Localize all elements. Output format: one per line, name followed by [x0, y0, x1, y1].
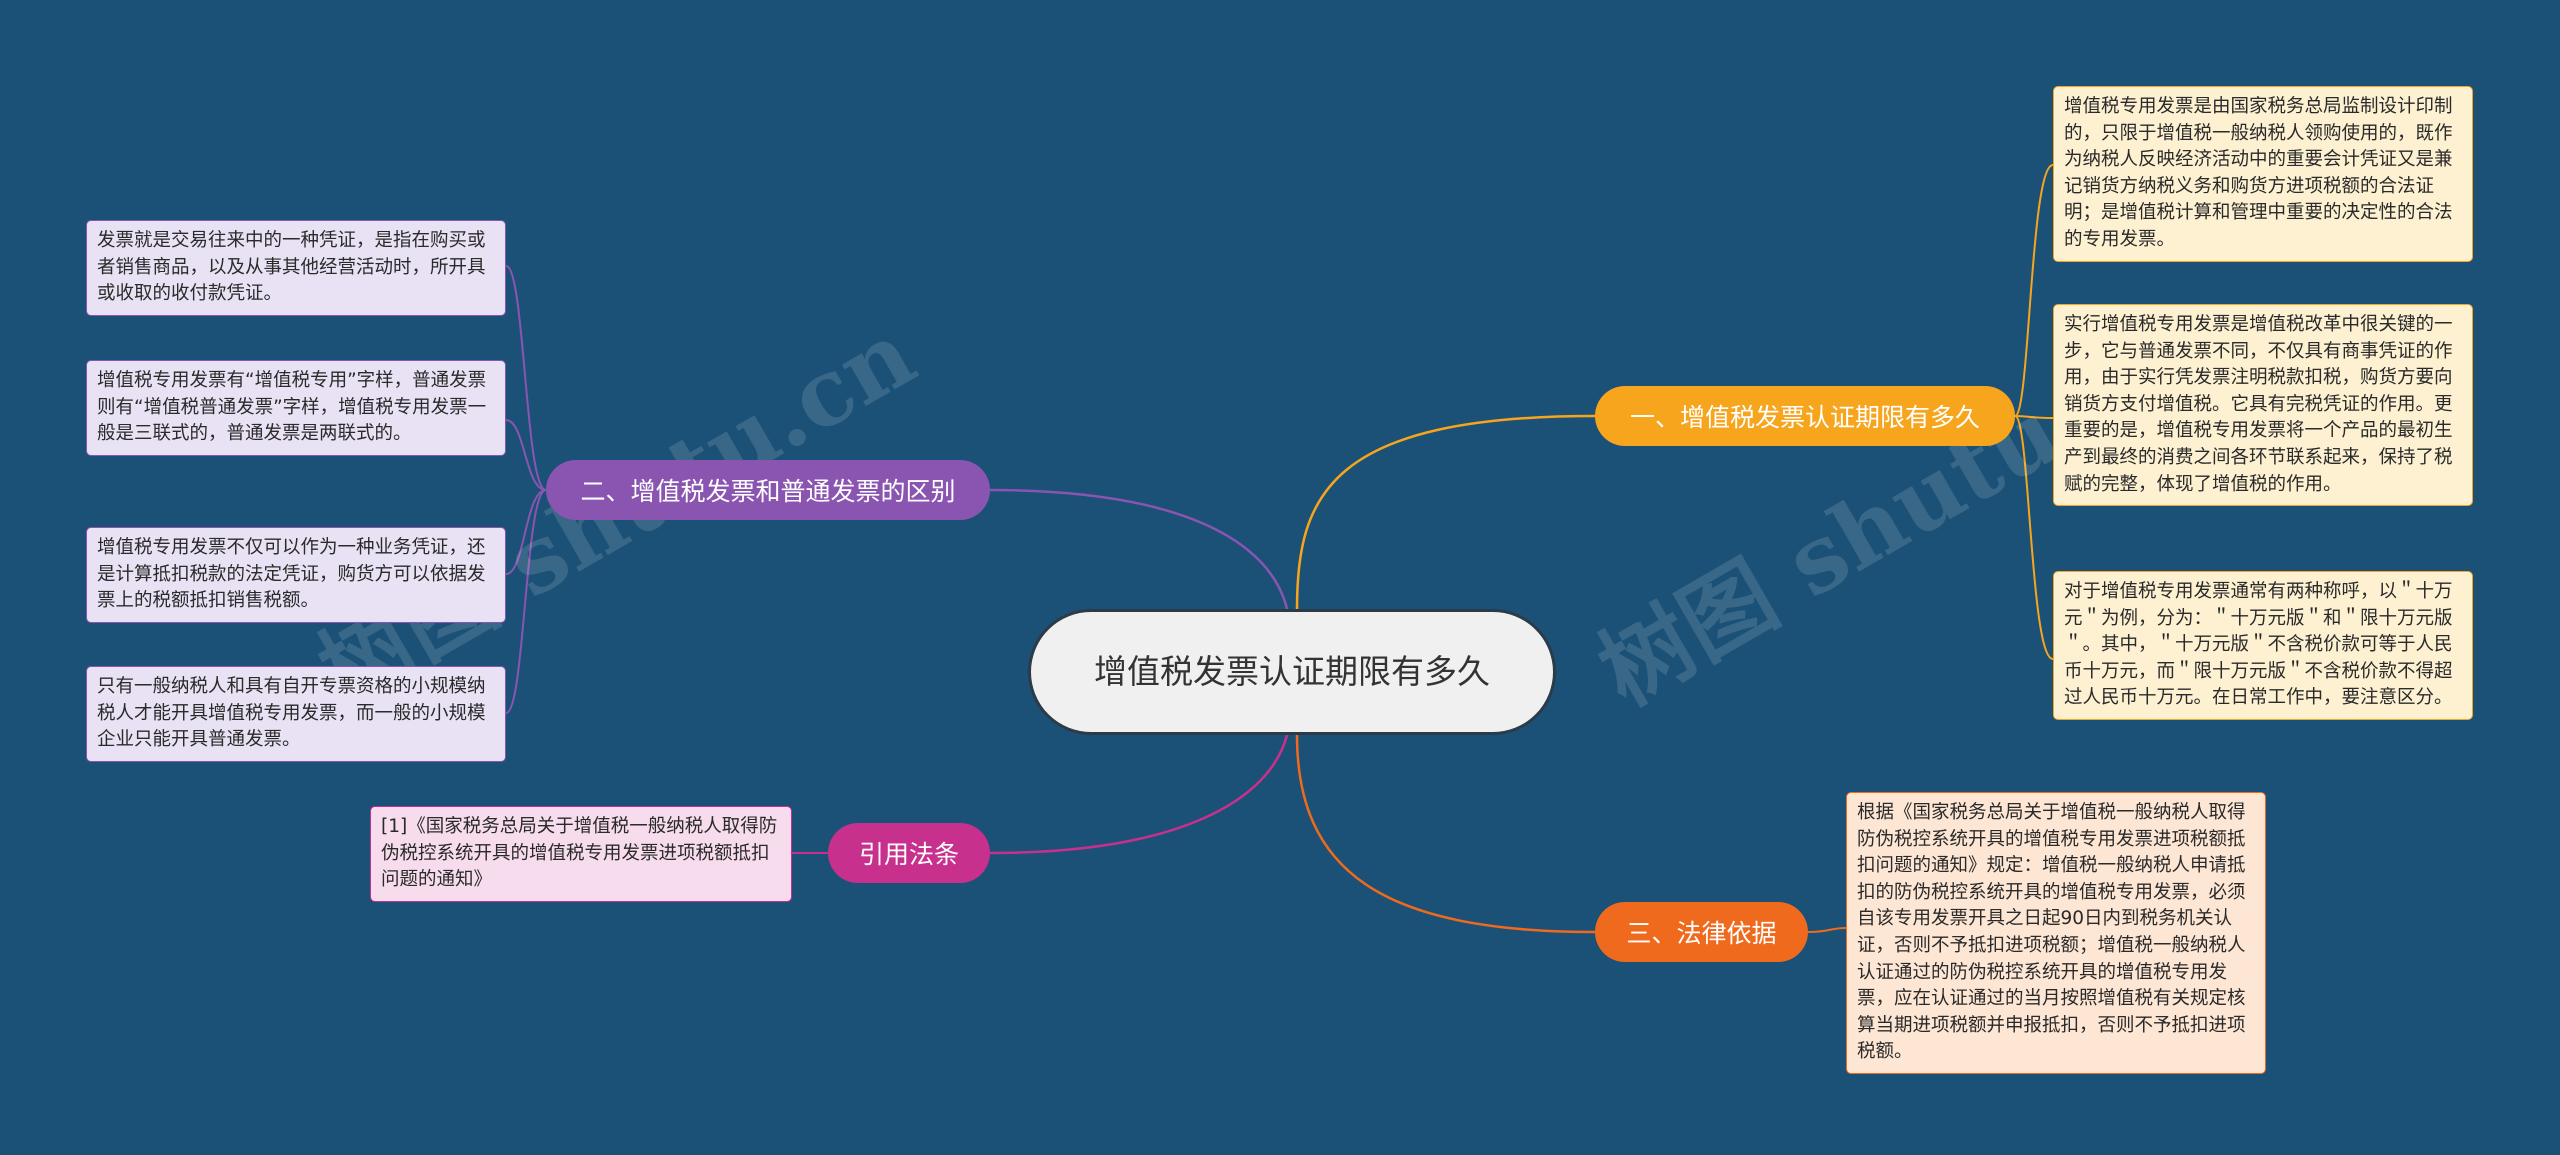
central-topic[interactable]: 增值税发票认证期限有多久 [1028, 609, 1556, 735]
branch-node-invoice-differences[interactable]: 二、增值税发票和普通发票的区别 [546, 460, 990, 520]
branch-label: 一、增值税发票认证期限有多久 [1629, 403, 1980, 432]
link-branch-2-leaf-4 [505, 489, 547, 714]
branch-node-cited-law[interactable]: 引用法条 [828, 823, 990, 883]
leaf-invoice-definition: 发票就是交易往来中的一种凭证，是指在购买或者销售商品，以及从事其他经营活动时，所… [86, 220, 506, 316]
leaf-invoice-marking-difference: 增值税专用发票有“增值税专用”字样，普通发票则有“增值税普通发票”字样，增值税专… [86, 360, 506, 456]
leaf-vat-invoice-versions: 对于增值税专用发票通常有两种称呼，以＂十万元＂为例，分为：＂十万元版＂和＂限十万… [2053, 571, 2473, 720]
branch-label: 二、增值税发票和普通发票的区别 [580, 477, 956, 506]
central-topic-label: 增值税发票认证期限有多久 [1094, 652, 1490, 691]
branch-node-legal-basis[interactable]: 三、法律依据 [1595, 902, 1808, 962]
link-branch-2-leaf-1 [505, 265, 547, 491]
leaf-vat-invoice-role: 实行增值税专用发票是增值税改革中很关键的一步，它与普通发票不同，不仅具有商事凭证… [2053, 304, 2473, 507]
leaf-invoice-deduction-difference: 增值税专用发票不仅可以作为一种业务凭证，还是计算抵扣税款的法定凭证，购货方可以依… [86, 527, 506, 623]
link-branch-3-leaf-1 [1807, 927, 1847, 933]
link-center-to-branch-4 [989, 734, 1289, 855]
branch-node-validity-period[interactable]: 一、增值税发票认证期限有多久 [1595, 386, 2015, 446]
branch-label: 三、法律依据 [1626, 919, 1777, 948]
link-branch-1-leaf-1 [2014, 164, 2054, 417]
leaf-vat-invoice-definition: 增值税专用发票是由国家税务总局监制设计印制的，只限于增值税一般纳税人领购使用的，… [2053, 86, 2473, 262]
leaf-invoice-issuer-difference: 只有一般纳税人和具有自开专票资格的小规模纳税人才能开具增值税专用发票，而一般的小… [86, 666, 506, 762]
link-center-to-branch-3 [1295, 734, 1596, 934]
branch-label: 引用法条 [858, 840, 959, 869]
link-branch-1-leaf-3 [2014, 415, 2054, 660]
link-branch-1-leaf-2 [2014, 415, 2054, 419]
link-center-to-branch-1 [1295, 414, 1596, 610]
leaf-cited-law-reference: [1]《国家税务总局关于增值税一般纳税人取得防伪税控系统开具的增值税专用发票进项… [370, 806, 792, 902]
link-center-to-branch-2 [989, 488, 1289, 610]
link-branch-2-leaf-3 [505, 489, 547, 575]
leaf-legal-basis-text: 根据《国家税务总局关于增值税一般纳税人取得防伪税控系统开具的增值税专用发票进项税… [1846, 792, 2266, 1074]
link-branch-2-leaf-2 [505, 419, 547, 491]
